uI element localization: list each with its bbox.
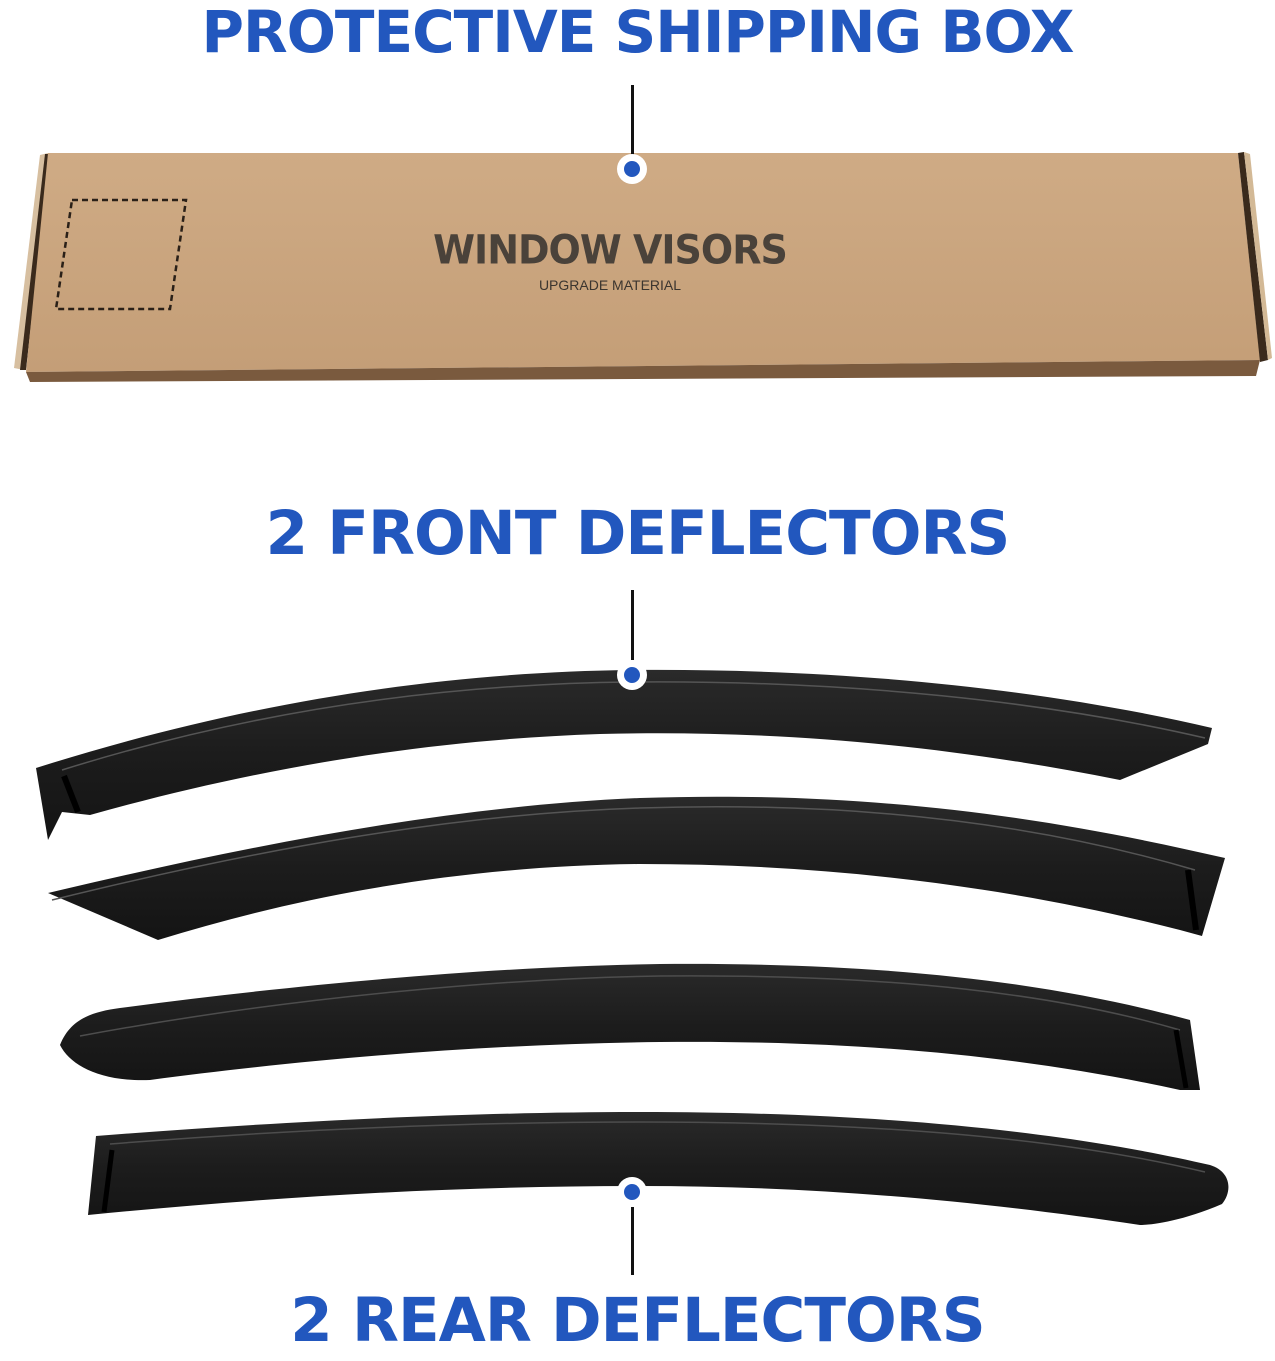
- leader-line-rear: [631, 1207, 634, 1275]
- rear-deflector-2: [88, 1112, 1229, 1225]
- rear-deflector-1: [60, 963, 1200, 1090]
- front-deflector-2: [48, 796, 1225, 940]
- box-subtitle-text: UPGRADE MATERIAL: [538, 277, 682, 293]
- shipping-box: [14, 152, 1272, 382]
- heading-front-deflectors: 2 FRONT DEFLECTORS: [265, 498, 1011, 569]
- leader-line-box: [631, 85, 634, 155]
- callout-dot-box-icon: [617, 154, 647, 184]
- box-title-text: WINDOW VISORS: [433, 226, 788, 274]
- callout-dot-front-icon: [617, 660, 647, 690]
- heading-protective-shipping-box: PROTECTIVE SHIPPING BOX: [201, 0, 1074, 66]
- heading-rear-deflectors: 2 REAR DEFLECTORS: [290, 1285, 985, 1356]
- callout-dot-rear-icon: [617, 1177, 647, 1207]
- label-placeholder: [54, 198, 188, 311]
- leader-line-front: [631, 590, 634, 660]
